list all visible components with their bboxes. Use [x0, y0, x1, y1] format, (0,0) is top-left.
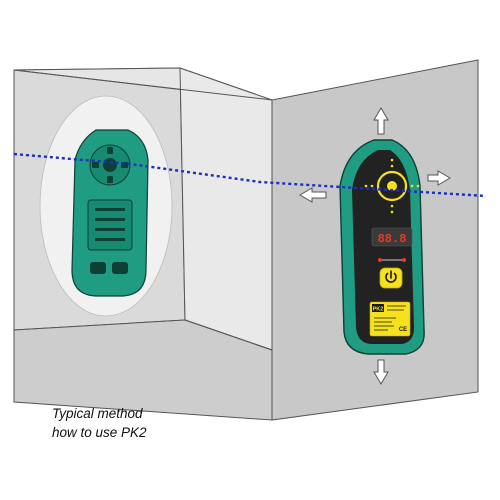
back-button-left	[90, 262, 106, 274]
device-front-view: 88.8 PK2 CE	[339, 139, 425, 355]
room-edge-2	[184, 319, 273, 351]
device-back-view	[71, 129, 149, 297]
display-reading: 88.8	[378, 232, 407, 246]
pk2-badge-text: PK2	[373, 307, 384, 313]
back-panel	[87, 199, 133, 251]
left-depth-face	[179, 67, 273, 351]
power-icon	[385, 270, 397, 283]
arrow-down-icon	[373, 359, 389, 385]
arrow-up-icon	[373, 107, 389, 135]
movement-arrows	[299, 107, 451, 385]
caption-line-1: Typical method	[52, 406, 143, 421]
back-dial-core	[103, 158, 117, 172]
label-fine-print	[374, 305, 406, 331]
arrow-right-icon	[427, 170, 451, 186]
back-button-right	[112, 262, 128, 274]
arrow-left-icon	[299, 187, 327, 203]
laser-line	[13, 152, 487, 198]
level-dot-left	[378, 258, 382, 262]
caption-line-2: how to use PK2	[52, 425, 147, 440]
crosshair-icon	[364, 158, 420, 214]
room-edge	[13, 69, 273, 101]
pk2-badge	[372, 304, 384, 312]
digital-display	[371, 227, 413, 247]
back-panel-slots	[95, 208, 125, 241]
caption: Typical method how to use PK2	[52, 404, 252, 442]
level-dot-right	[402, 258, 406, 262]
ce-mark: CE	[399, 327, 407, 333]
